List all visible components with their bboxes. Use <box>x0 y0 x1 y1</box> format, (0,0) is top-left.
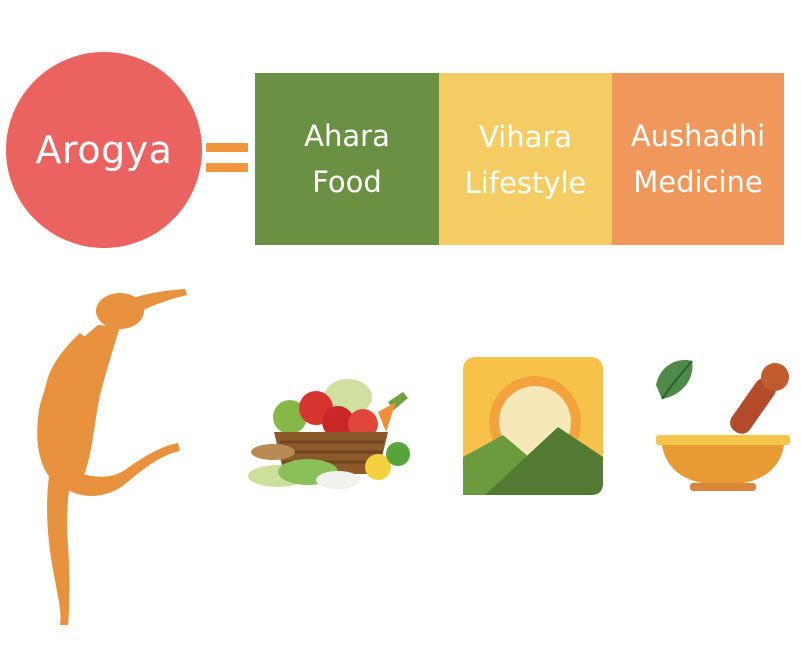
mortar-pestle-icon <box>650 355 795 495</box>
lifestyle-label: Lifestyle <box>464 166 587 200</box>
vihara-box: Vihara Lifestyle <box>439 73 612 245</box>
vihara-label: Vihara <box>478 120 573 154</box>
arogya-label: Arogya <box>35 128 173 172</box>
vegetable-basket-icon <box>238 372 418 497</box>
aushadhi-label: Aushadhi <box>630 119 766 153</box>
medicine-label: Medicine <box>633 165 763 199</box>
ahara-label: Ahara <box>304 119 390 153</box>
arogya-circle: Arogya <box>6 52 202 248</box>
sunrise-mountains-icon <box>463 357 603 495</box>
ahara-box: Ahara Food <box>255 73 439 245</box>
dancing-figure-icon <box>20 285 190 630</box>
aushadhi-box: Aushadhi Medicine <box>612 73 784 245</box>
equals-sign <box>206 143 248 173</box>
food-label: Food <box>312 165 382 199</box>
